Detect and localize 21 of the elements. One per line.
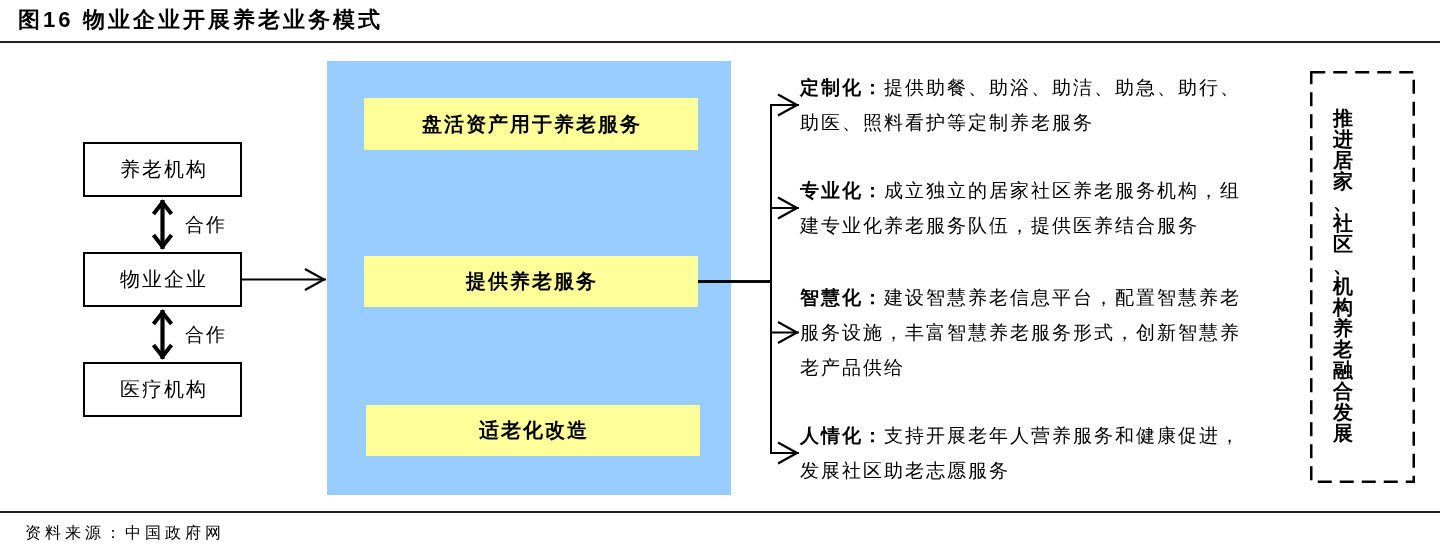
service-box: 提供养老服务 bbox=[364, 256, 698, 307]
edge-label: 合作 bbox=[184, 322, 227, 347]
description-text: 智慧化：建设智慧养老信息平台，配置智慧养老服务设施，丰富智慧养老服务形式，创新智慧养老产品供给 bbox=[800, 280, 1246, 385]
process-box: 养老机构 bbox=[83, 142, 242, 197]
vertical-text: 推进居家、社区、机构养老融合发展 bbox=[1333, 108, 1354, 444]
process-box: 医疗机构 bbox=[83, 362, 242, 417]
arrow bbox=[241, 267, 327, 292]
caption: 资料来源：中国政府网 bbox=[25, 523, 225, 543]
arrow bbox=[151, 310, 174, 359]
description-text: 定制化：提供助餐、助浴、助洁、助急、助行、助医、照料看护等定制养老服务 bbox=[800, 70, 1246, 140]
dashed-box bbox=[1310, 71, 1415, 483]
arrow bbox=[697, 280, 800, 465]
edge-label: 合作 bbox=[184, 212, 227, 237]
arrow bbox=[151, 200, 174, 249]
service-box: 盘活资产用于养老服务 bbox=[364, 98, 698, 150]
service-box: 适老化改造 bbox=[366, 405, 700, 456]
title: 图16 物业企业开展养老业务模式 bbox=[18, 6, 383, 34]
description-text: 专业化：成立独立的居家社区养老服务机构，组建专业化养老服务队伍，提供医养结合服务 bbox=[800, 173, 1246, 243]
description-text: 人情化：支持开展老年人营养服务和健康促进，发展社区助老志愿服务 bbox=[800, 418, 1246, 488]
process-box: 物业企业 bbox=[83, 252, 242, 307]
panel bbox=[327, 61, 731, 495]
